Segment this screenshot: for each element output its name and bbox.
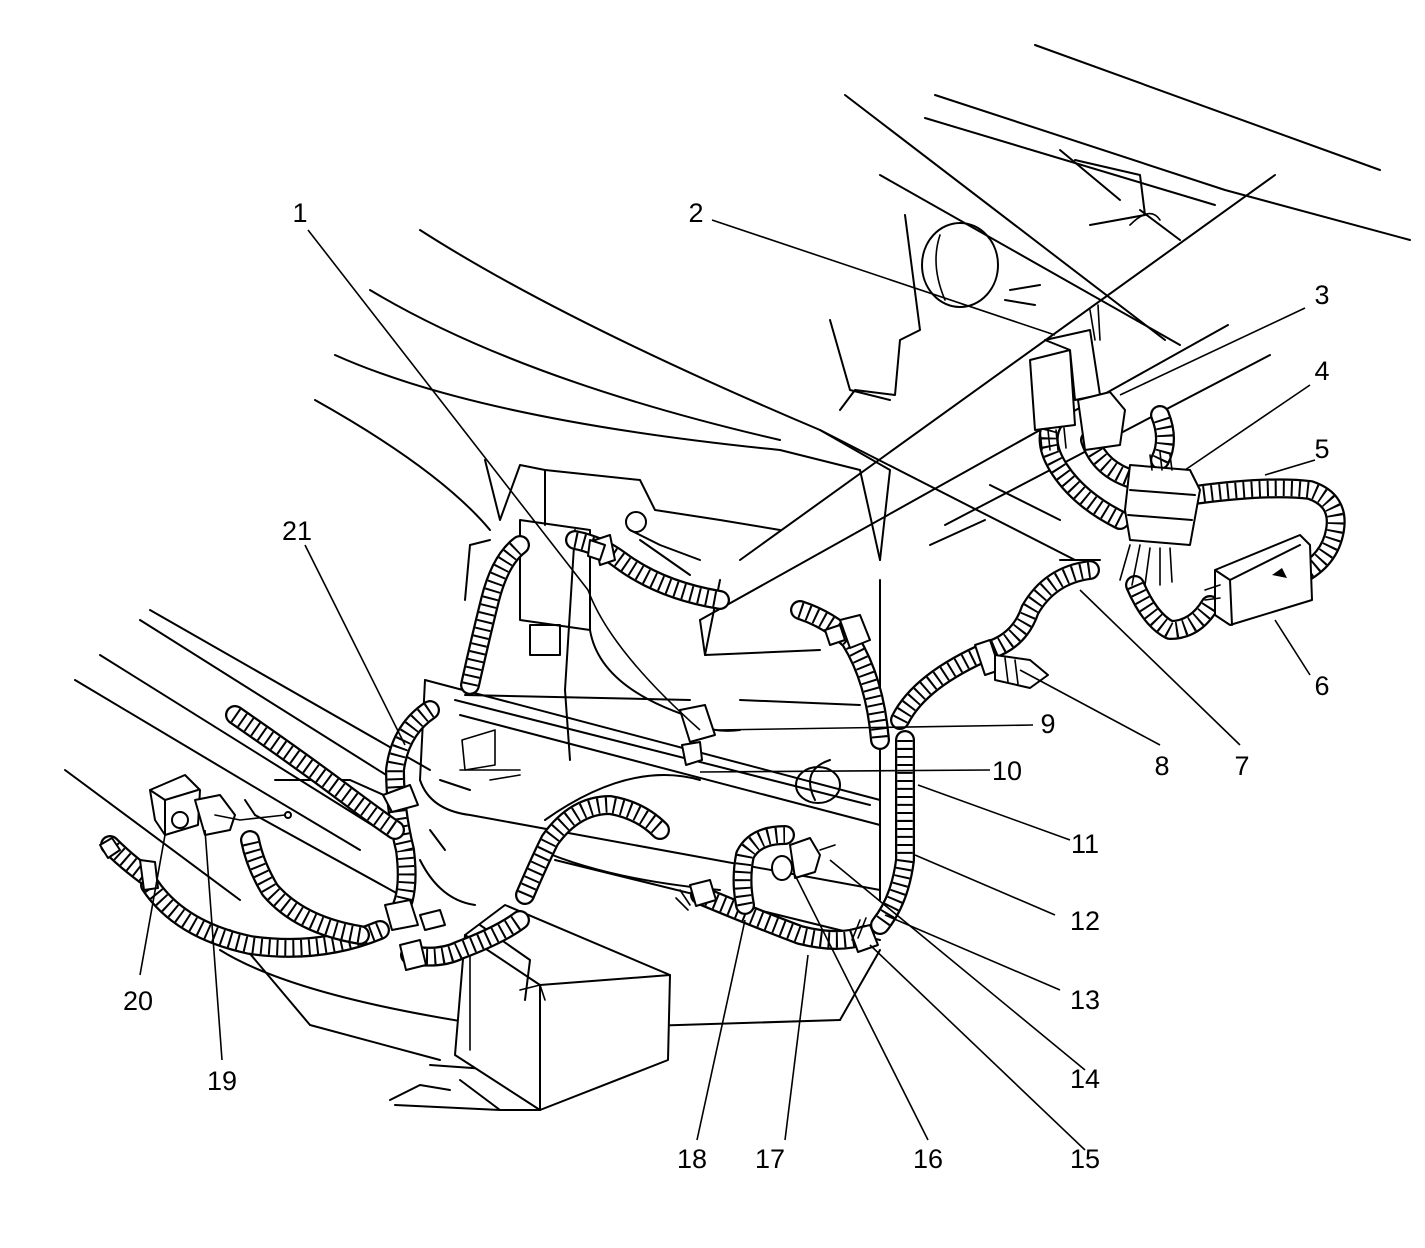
leader-lines: [139, 219, 1316, 1151]
callout-7: 7: [1234, 751, 1249, 781]
module-connector: [1204, 534, 1313, 626]
callout-17: 17: [755, 1144, 785, 1174]
callout-10: 10: [992, 756, 1022, 786]
relay-block: [1029, 304, 1126, 451]
callout-6: 6: [1314, 671, 1329, 701]
callout-1: 1: [292, 198, 307, 228]
callout-2: 2: [688, 198, 703, 228]
callout-14: 14: [1070, 1064, 1100, 1094]
callout-5: 5: [1314, 434, 1329, 464]
callout-8: 8: [1154, 751, 1169, 781]
components: [99, 304, 1313, 971]
vehicle-body-outline: [64, 44, 1411, 1111]
callout-15: 15: [1070, 1144, 1100, 1174]
callout-labels: 1 2 3 4 5 6 7 8 9 10 11 12 13 14 15 16 1…: [123, 198, 1330, 1174]
callout-11: 11: [1071, 829, 1099, 859]
headlamp-connector: [149, 774, 292, 836]
temperature-sensor: [771, 837, 836, 881]
callout-12: 12: [1070, 906, 1100, 936]
callout-21: 21: [282, 516, 312, 546]
harness-clip-right: [824, 614, 871, 649]
callout-4: 4: [1314, 356, 1329, 386]
callout-18: 18: [677, 1144, 707, 1174]
callout-20: 20: [123, 986, 153, 1016]
callout-13: 13: [1070, 985, 1100, 1015]
callout-16: 16: [913, 1144, 943, 1174]
harness-grommets-left: [99, 784, 446, 971]
callout-9: 9: [1040, 709, 1055, 739]
callout-3: 3: [1314, 280, 1329, 310]
harness-clip-center: [679, 704, 716, 766]
harness-connector: [1119, 451, 1201, 586]
callout-19: 19: [207, 1066, 237, 1096]
